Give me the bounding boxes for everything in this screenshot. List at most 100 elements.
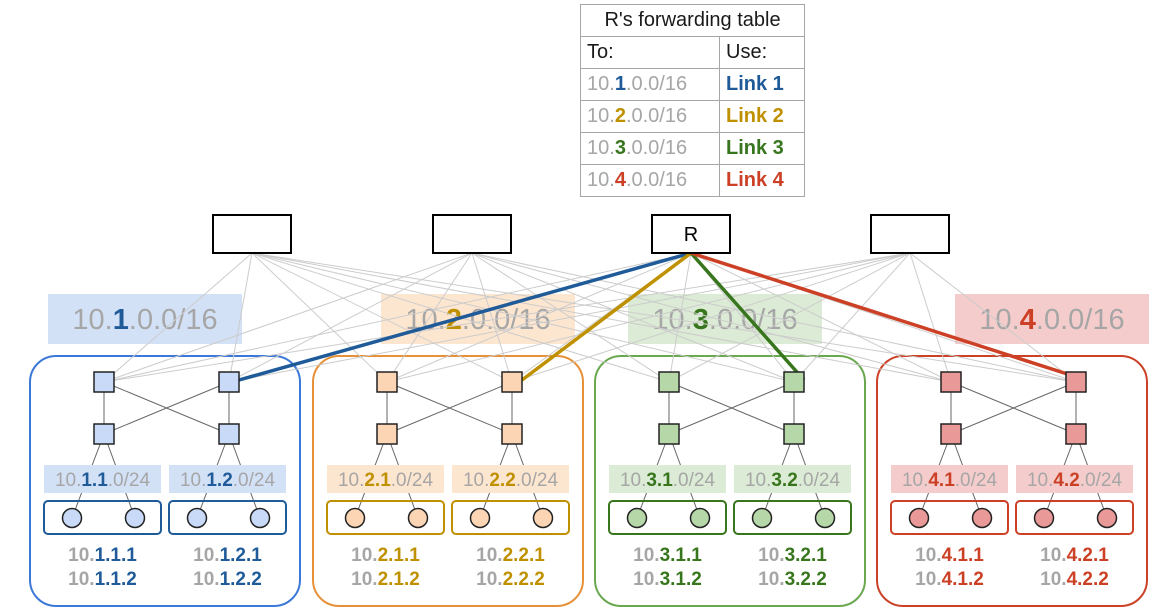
host-node: [971, 507, 993, 529]
aggregation-switch: [658, 371, 680, 393]
host-address: 10.3.1.2: [633, 569, 702, 590]
mesh-link: [909, 252, 952, 383]
aggregation-switch: [218, 371, 240, 393]
host-address: 10.4.2.1: [1040, 545, 1109, 566]
spine-switch-3: [651, 214, 731, 254]
host-group-box: [1015, 500, 1134, 535]
forwarding-table-row: 10.4.0.0/16 Link 4: [580, 164, 805, 197]
subnet-label: 10.3.1.0/24: [620, 470, 716, 491]
subnet-band: [1016, 465, 1133, 493]
host-node: [532, 507, 554, 529]
subnet-band: [891, 465, 1008, 493]
mesh-link: [386, 252, 692, 383]
mesh-link: [793, 252, 911, 383]
forwarding-table-prefix: 10.2.0.0/16: [580, 100, 720, 133]
host-node: [124, 507, 146, 529]
forwarding-table-row: 10.1.0.0/16 Link 1: [580, 68, 805, 101]
pod-frame-1: [29, 355, 301, 607]
mesh-link: [228, 252, 911, 383]
mesh-link: [909, 252, 1077, 383]
subnet-label: 10.4.2.0/24: [1027, 470, 1123, 491]
subnet-label: 10.3.2.0/24: [745, 470, 841, 491]
aggregation-switch: [1065, 371, 1087, 393]
subnet-band: [452, 465, 569, 493]
edge-switch: [218, 423, 240, 445]
pod-link: [950, 381, 1077, 435]
spine-switch-1: [212, 214, 292, 254]
host-address: 10.4.2.2: [1040, 569, 1109, 590]
subnet-band: [169, 465, 286, 493]
host-node: [469, 507, 491, 529]
aggregation-switch: [940, 371, 962, 393]
prefix-band-4: [955, 294, 1149, 344]
subnet-label: 10.1.1.0/24: [55, 470, 151, 491]
mesh-link: [386, 252, 473, 383]
subnet-band: [609, 465, 726, 493]
host-address: 10.2.1.1: [351, 545, 420, 566]
host-group-box: [451, 500, 570, 535]
subnet-label: 10.1.2.0/24: [180, 470, 276, 491]
mesh-link: [471, 252, 795, 383]
mesh-link: [251, 252, 513, 383]
mesh-link: [103, 252, 253, 383]
prefix-bands: 10.1.0.0/1610.2.0.0/1610.3.0.0/1610.4.0.…: [48, 294, 1149, 344]
host-node: [751, 507, 773, 529]
forwarding-table: R's forwarding table To: Use: 10.1.0.0/1…: [580, 4, 805, 197]
subnet-label: 10.2.2.0/24: [463, 470, 559, 491]
host-address: 10.4.1.1: [915, 545, 984, 566]
host-node: [908, 507, 930, 529]
pod-prefix-label: 10.4.0.0/16: [979, 304, 1124, 336]
aggregation-switch: [783, 371, 805, 393]
host-node: [186, 507, 208, 529]
host-node: [626, 507, 648, 529]
forwarding-table-link: Link 3: [719, 132, 805, 165]
host-address: 10.4.1.2: [915, 569, 984, 590]
host-group-box: [43, 500, 162, 535]
forwarding-table-prefix: 10.4.0.0/16: [580, 164, 720, 197]
pod-prefix-label: 10.3.0.0/16: [652, 304, 797, 336]
host-address: 10.3.2.1: [758, 545, 827, 566]
mesh-link: [251, 252, 388, 383]
pod-link: [386, 381, 513, 435]
mesh-link: [228, 252, 473, 383]
switch-nodes: 10.1.1.0/2410.1.1.110.1.1.210.1.2.0/2410…: [43, 371, 1134, 590]
spine-switch-4: [870, 214, 950, 254]
mesh-link: [251, 252, 795, 383]
forwarding-table-link: Link 1: [719, 68, 805, 101]
host-group-box: [168, 500, 287, 535]
host-node: [1096, 507, 1118, 529]
edge-switch: [783, 423, 805, 445]
mesh-link: [103, 252, 911, 383]
mesh-link: [251, 252, 952, 383]
forwarding-table-header-to: To:: [580, 36, 720, 69]
host-node: [249, 507, 271, 529]
mesh-link: [471, 252, 670, 383]
host-address: 10.3.2.2: [758, 569, 827, 590]
edge-switch: [658, 423, 680, 445]
edge-switch: [501, 423, 523, 445]
mesh-link: [668, 252, 911, 383]
host-node: [1033, 507, 1055, 529]
mesh-link: [690, 252, 952, 383]
link-4: [690, 251, 1087, 382]
host-node: [344, 507, 366, 529]
mesh-link: [668, 252, 692, 383]
aggregation-switch: [93, 371, 115, 393]
mesh-link: [228, 252, 253, 383]
spine-label: R: [684, 224, 698, 246]
host-address: 10.3.1.1: [633, 545, 702, 566]
edge-switch: [376, 423, 398, 445]
link-1: [238, 251, 692, 382]
subnet-band: [327, 465, 444, 493]
host-group-box: [326, 500, 445, 535]
host-address: 10.1.2.2: [193, 569, 262, 590]
host-address: 10.1.1.2: [68, 569, 137, 590]
host-address: 10.2.1.2: [351, 569, 420, 590]
pod-prefix-label: 10.1.0.0/16: [72, 304, 217, 336]
host-group-box: [890, 500, 1009, 535]
subnet-band: [734, 465, 851, 493]
prefix-band-1: [48, 294, 242, 344]
forwarding-table-prefix: 10.1.0.0/16: [580, 68, 720, 101]
mesh-link: [386, 252, 911, 383]
pod-link: [103, 381, 230, 435]
